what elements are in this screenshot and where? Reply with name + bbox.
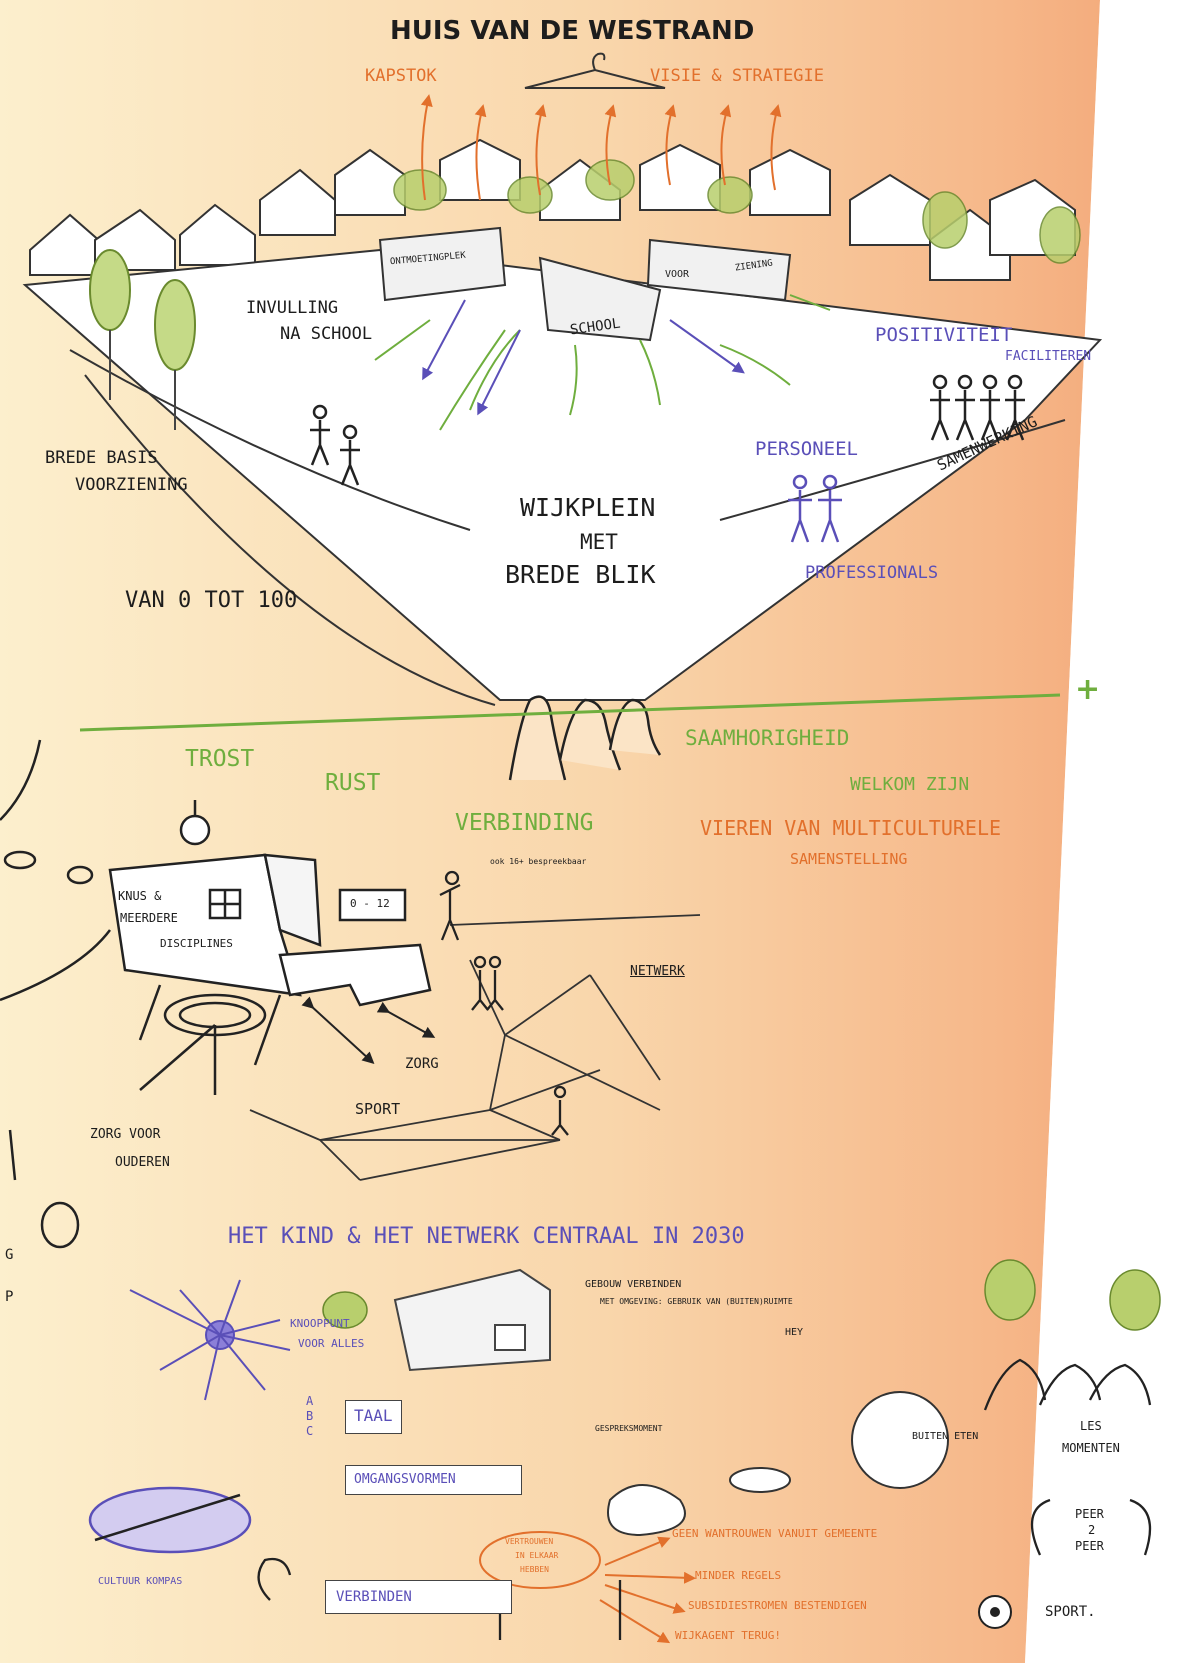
saamhorigheid-label: SAAMHORIGHEID bbox=[685, 726, 850, 750]
brede-basis-label: BREDE BASIS bbox=[45, 448, 158, 468]
omgeving-label: MET OMGEVING: GEBRUIK VAN (BUITEN)RUIMTE bbox=[600, 1297, 793, 1306]
les-line1: LES bbox=[1080, 1419, 1102, 1433]
hey-label: HEY bbox=[785, 1327, 804, 1338]
gespreksmoment-label: GESPREKSMOMENT bbox=[595, 1424, 663, 1433]
invulling-label: INVULLING bbox=[246, 298, 339, 318]
age-sign: 0 - 12 bbox=[350, 897, 390, 910]
verbinding-label: VERBINDING bbox=[455, 810, 594, 836]
geen-wantrouwen-label: GEEN WANTROUWEN VANUIT GEMEENTE bbox=[672, 1527, 878, 1540]
na-school-label: NA SCHOOL bbox=[280, 324, 373, 344]
van-0-tot-100-label: VAN 0 TOT 100 bbox=[125, 588, 298, 613]
abc-c: C bbox=[306, 1424, 314, 1438]
les-line2: MOMENTEN bbox=[1062, 1441, 1120, 1455]
minder-regels-label: MINDER REGELS bbox=[695, 1569, 782, 1582]
peer-line2: 2 bbox=[1088, 1523, 1096, 1537]
plus-sign: + bbox=[1075, 672, 1101, 707]
zorg-ouderen-line2: OUDEREN bbox=[115, 1155, 170, 1170]
vertrouwen-line2: IN ELKAAR bbox=[515, 1551, 559, 1560]
taal-box: TAAL bbox=[345, 1400, 402, 1434]
skyline-trees bbox=[393, 159, 1081, 264]
vertrouwen-line3: HEBBEN bbox=[520, 1565, 549, 1574]
vertrouwen-line1: VERTROUWEN bbox=[505, 1537, 554, 1546]
knooppunt-line2: VOOR ALLES bbox=[298, 1337, 365, 1350]
voorziening-label: VOORZIENING bbox=[75, 475, 188, 495]
knus-line2: MEERDERE bbox=[120, 911, 178, 925]
trost-label: TROST bbox=[185, 746, 255, 772]
left-edge-g: G bbox=[5, 1247, 14, 1263]
wijkplein-line1: WIJKPLEIN bbox=[520, 493, 656, 522]
abc-b: B bbox=[306, 1409, 314, 1423]
peer-line1: PEER bbox=[1075, 1507, 1104, 1521]
knus-line3: DISCIPLINES bbox=[160, 937, 233, 950]
peer-line3: PEER bbox=[1075, 1539, 1104, 1553]
left-edge-p: P bbox=[5, 1289, 14, 1305]
subsidie-label: SUBSIDIESTROMEN BESTENDIGEN bbox=[688, 1599, 867, 1612]
voor-label: VOOR bbox=[665, 269, 690, 280]
vieren-line1: VIEREN VAN MULTICULTURELE bbox=[700, 816, 1002, 840]
zorg-label: ZORG bbox=[405, 1056, 439, 1072]
sport-label: SPORT bbox=[355, 1100, 401, 1118]
wijkplein-line3: BREDE BLIK bbox=[505, 560, 656, 589]
abc-a: A bbox=[306, 1394, 314, 1408]
page-title: HUIS VAN DE WESTRAND bbox=[390, 16, 755, 46]
kapstok-label: KAPSTOK bbox=[365, 66, 437, 86]
visie-strategie-label: VISIE & STRATEGIE bbox=[650, 66, 824, 86]
hanger-icon bbox=[524, 52, 666, 89]
personeel-label: PERSONEEL bbox=[755, 438, 858, 460]
welkom-zijn-label: WELKOM ZIJN bbox=[850, 774, 970, 795]
rust-label: RUST bbox=[325, 770, 381, 796]
buiten-eten-label: BUITEN ETEN bbox=[912, 1431, 979, 1442]
omgangsvormen-box: OMGANGSVORMEN bbox=[345, 1465, 522, 1495]
cultuur-kompas-label: CULTUUR KOMPAS bbox=[98, 1576, 183, 1587]
verbinding-sub-label: ook 16+ bespreekbaar bbox=[490, 857, 587, 866]
vieren-line2: SAMENSTELLING bbox=[790, 850, 908, 868]
taal-label: TAAL bbox=[354, 1406, 393, 1425]
centraal-heading: HET KIND & HET NETWERK CENTRAAL IN 2030 bbox=[228, 1224, 745, 1249]
sport-bottom-label: SPORT. bbox=[1045, 1604, 1096, 1620]
faciliteren-label: FACILITEREN bbox=[1005, 349, 1092, 364]
verbinden-box: VERBINDEN bbox=[325, 1580, 512, 1614]
wijkagent-label: WIJKAGENT TERUG! bbox=[675, 1629, 781, 1642]
knus-line1: KNUS & bbox=[118, 889, 162, 903]
knooppunt-line1: KNOOPPUNT bbox=[290, 1317, 350, 1330]
omgangsvormen-label: OMGANGSVORMEN bbox=[354, 1472, 456, 1487]
positiviteit-label: POSITIVITEIT bbox=[875, 324, 1013, 346]
professionals-label: PROFESSIONALS bbox=[805, 563, 939, 583]
gebouw-verbinden-label: GEBOUW VERBINDEN bbox=[585, 1279, 682, 1290]
netwerk-label: NETWERK bbox=[630, 964, 685, 979]
verbinden-label: VERBINDEN bbox=[336, 1589, 412, 1605]
zorg-ouderen-line1: ZORG VOOR bbox=[90, 1127, 161, 1142]
wijkplein-line2: MET bbox=[580, 530, 618, 554]
